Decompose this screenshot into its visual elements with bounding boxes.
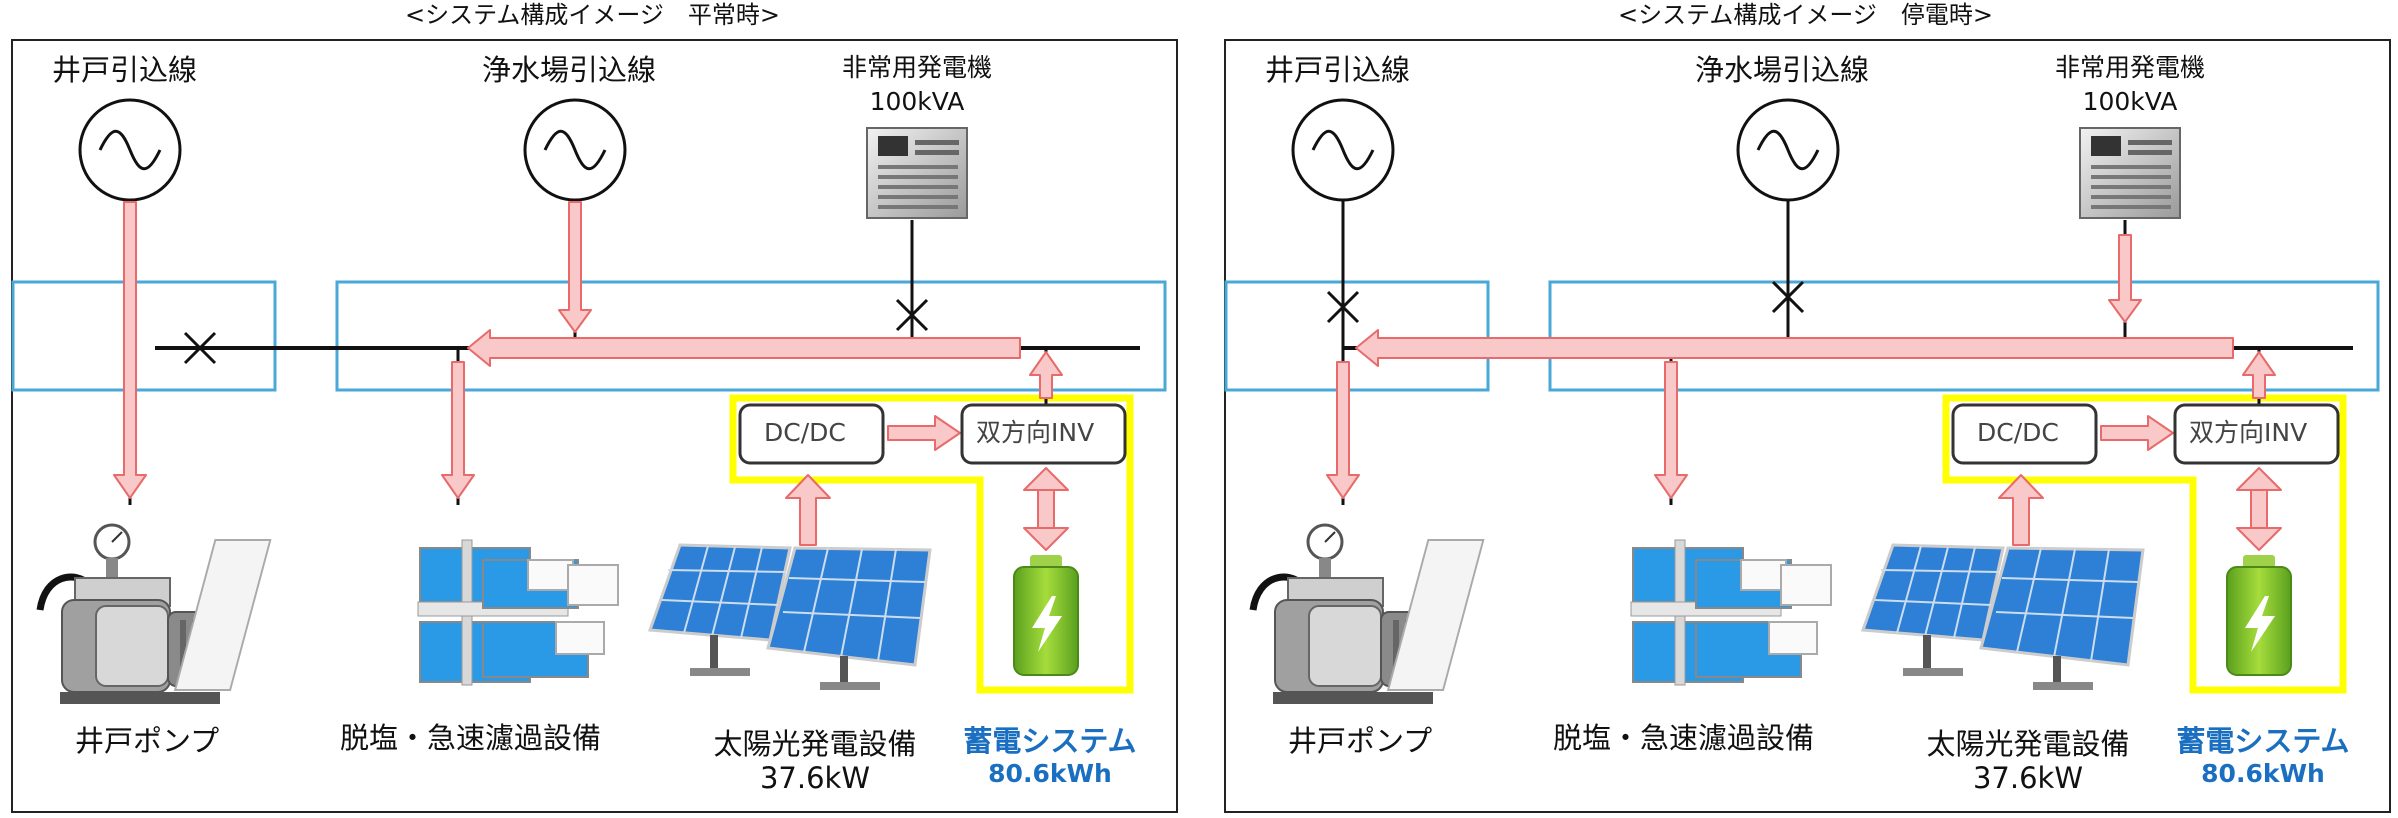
arrow-inverter-battery-bidirectional [1023, 527, 1069, 551]
ac-source-icon [1736, 98, 1840, 202]
generator-capacity: 100kVA [2082, 87, 2178, 116]
well-pump-label: 井戸ポンプ [1288, 724, 1433, 758]
arrow-solar-to-dcdc [785, 474, 831, 546]
arrow-inverter-up [2242, 351, 2276, 399]
arrow-bus-to-filtration [1654, 361, 1688, 499]
breaker-open-icon [183, 331, 217, 365]
diagram-canvas [1224, 39, 2391, 813]
storage-highlight-frame [729, 394, 1134, 694]
diagram-canvas [11, 39, 1178, 813]
filtration-label: 脱塩・急速濾過設備 [1553, 721, 1815, 755]
filtration-label: 脱塩・急速濾過設備 [340, 721, 602, 755]
dcdc-label: DC/DC [1977, 418, 2059, 447]
storage-capacity: 80.6kWh [2201, 759, 2325, 788]
breaker-open-icon [895, 298, 929, 332]
arrow-plant-to-bus [558, 201, 592, 333]
storage-capacity: 80.6kWh [988, 759, 1112, 788]
storage-highlight-frame [1942, 394, 2347, 694]
arrow-dcdc-to-inverter [887, 415, 961, 451]
generator-capacity: 100kVA [869, 87, 965, 116]
battery-icon [1013, 555, 1079, 676]
well-switchboard-frame [11, 280, 277, 392]
filtration-equipment-icon [173, 539, 619, 691]
dcdc-label: DC/DC [764, 418, 846, 447]
arrow-bus-to-filtration [441, 361, 475, 499]
arrow-well-to-pump [113, 201, 147, 499]
plant-line-label: 浄水場引込線 [482, 53, 657, 87]
ac-source-icon [78, 98, 182, 202]
outer-frame [1224, 39, 2391, 813]
arrow-dcdc-to-inverter [2100, 415, 2174, 451]
generator-icon [2079, 127, 2181, 219]
arrow-solar-to-dcdc [1998, 474, 2044, 546]
filtration-equipment-icon [1386, 539, 1832, 691]
inverter-label: 双方向INV [2189, 418, 2308, 447]
arrow-bus-to-pump [1326, 361, 1360, 499]
well-switchboard-frame [1224, 280, 1490, 392]
panel-title: <システム構成イメージ 停電時> [1617, 1, 1994, 29]
power-flow-arrows [113, 201, 1069, 551]
diagram-panel-normal: <システム構成イメージ 平常時> 井戸引込線 浄水場引込線 非常用発電機 100… [0, 0, 1185, 818]
ac-source-icon [523, 98, 627, 202]
generator-label: 非常用発電機 [2054, 53, 2205, 82]
arrow-inverter-to-bus [1355, 329, 2234, 367]
dcdc-converter-box [1951, 403, 2098, 465]
arrow-inverter-to-bus [467, 329, 1021, 367]
plant-switchboard-frame [1548, 280, 2380, 392]
dcdc-converter-box [738, 403, 885, 465]
well-pump-label: 井戸ポンプ [75, 724, 220, 758]
solar-label: 太陽光発電設備 [1926, 727, 2130, 761]
well-line-label: 井戸引込線 [52, 53, 198, 87]
generator-label: 非常用発電機 [841, 53, 992, 82]
panel-title: <システム構成イメージ 平常時> [404, 1, 781, 29]
outer-frame [11, 39, 1178, 813]
well-line-label: 井戸引込線 [1265, 53, 1411, 87]
breaker-open-icon [1326, 290, 1360, 324]
plant-line-label: 浄水場引込線 [1695, 53, 1870, 87]
solar-panel-icon [647, 543, 932, 690]
solar-capacity: 37.6kW [759, 761, 871, 795]
breaker-open-icon [1771, 280, 1805, 314]
plant-switchboard-frame [335, 280, 1167, 392]
inverter-box [960, 403, 1127, 465]
storage-label: 蓄電システム [2176, 724, 2350, 758]
diagram-panel-outage: <システム構成イメージ 停電時> 井戸引込線 浄水場引込線 非常用発電機 100… [1213, 0, 2398, 818]
arrow-generator-to-bus [2108, 234, 2142, 323]
arrow-inverter-battery-bidirectional [2236, 527, 2282, 551]
inverter-box [2173, 403, 2340, 465]
solar-capacity: 37.6kW [1972, 761, 2084, 795]
arrow-inverter-up [1029, 351, 1063, 399]
solar-panel-icon [1860, 543, 2145, 690]
generator-icon [866, 127, 968, 219]
power-flow-arrows [1326, 234, 2282, 551]
storage-label: 蓄電システム [963, 724, 1137, 758]
battery-icon [2226, 555, 2292, 676]
inverter-label: 双方向INV [976, 418, 1095, 447]
solar-label: 太陽光発電設備 [713, 727, 917, 761]
ac-source-icon [1291, 98, 1395, 202]
